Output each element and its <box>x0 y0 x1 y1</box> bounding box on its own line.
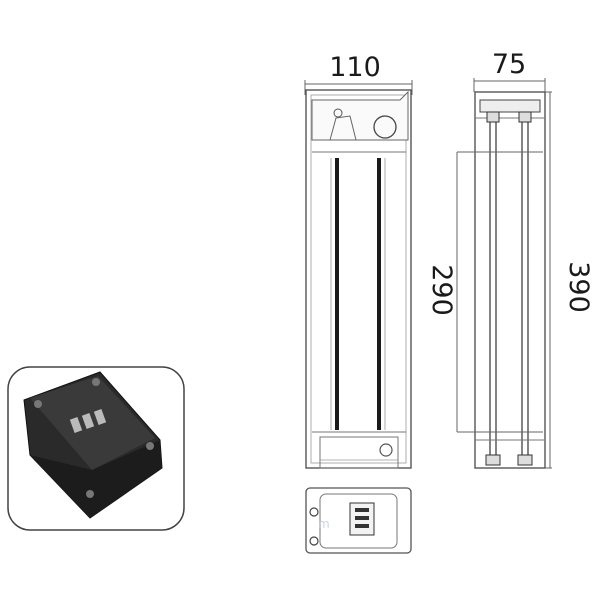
front-view: 110 <box>304 52 413 469</box>
front-top-cap <box>311 90 409 141</box>
inner-height-label: 290 <box>426 264 457 316</box>
battery-case-photo <box>7 366 185 531</box>
lock-hole-icon <box>373 115 397 139</box>
front-bottom-socket-icon <box>379 443 393 457</box>
total-height-label: 390 <box>563 261 594 313</box>
front-rail-right <box>377 158 381 430</box>
side-width-label: 75 <box>492 49 526 80</box>
end-screw-top-icon <box>309 507 319 517</box>
end-screw-bottom-icon <box>309 536 319 546</box>
end-view: m <box>305 487 412 554</box>
side-view: 75 290 390 <box>426 49 594 469</box>
front-rail-left <box>335 158 339 430</box>
side-body-outline <box>474 91 546 469</box>
front-width-label: 110 <box>329 52 381 83</box>
watermark-text: m <box>318 517 330 531</box>
front-body-outline <box>305 89 412 469</box>
